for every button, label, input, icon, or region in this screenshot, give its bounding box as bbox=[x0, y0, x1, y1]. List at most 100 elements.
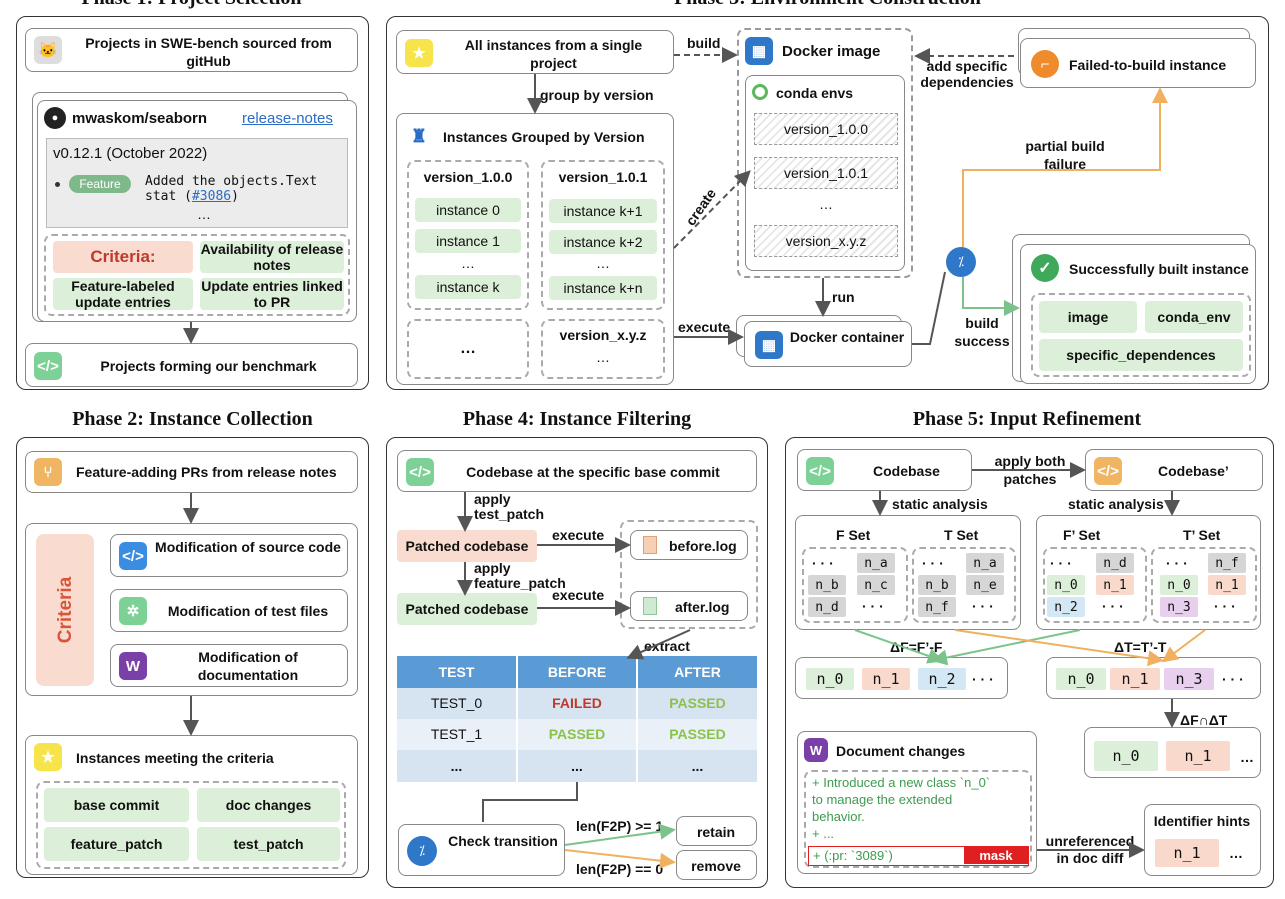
github-icon: ● bbox=[44, 107, 66, 129]
intersection-label: ΔF∩ΔT bbox=[1180, 712, 1228, 728]
field-test-patch: test_patch bbox=[197, 827, 340, 861]
meeting-criteria-label: Instances meeting the criteria bbox=[76, 750, 274, 766]
build-success-label: build success bbox=[954, 315, 1010, 349]
tset2-group bbox=[1151, 547, 1257, 623]
fset-label: F Set bbox=[836, 527, 871, 543]
doc-changes-label: Document changes bbox=[836, 743, 966, 759]
th-before: BEFORE bbox=[518, 656, 636, 688]
f2-dots-1: · · · bbox=[1050, 555, 1072, 571]
codebase2-box: </> Codebase’ bbox=[1085, 449, 1263, 491]
field-feature-patch: feature_patch bbox=[44, 827, 189, 861]
tset2-label: T’ Set bbox=[1183, 527, 1221, 543]
criteria-vertical-label-bg bbox=[36, 534, 94, 686]
version-group-0 bbox=[407, 160, 529, 310]
check-transition-box: ⁒ Check transition bbox=[398, 824, 565, 876]
chip-n2-f2: n_2 bbox=[1047, 597, 1085, 617]
pr-link[interactable]: #3086 bbox=[191, 189, 232, 204]
docker-container-label: Docker container bbox=[789, 329, 905, 345]
t2-dots-1: · · · bbox=[1166, 555, 1188, 571]
retain-box: retain bbox=[676, 816, 757, 846]
before-log-box: before.log bbox=[630, 530, 748, 560]
chip-na: n_a bbox=[857, 553, 895, 573]
dt-dots: · · · bbox=[1222, 671, 1244, 687]
release-notes-link[interactable]: release-notes bbox=[242, 110, 333, 127]
cell-dots-2: ... bbox=[691, 758, 704, 774]
success-build-box: ✓ Successfully built instance image cond… bbox=[1020, 244, 1256, 384]
cond-retain-label: len(F2P) >= 1 bbox=[576, 818, 664, 834]
before-log-label: before.log bbox=[669, 538, 737, 554]
chip-nf-t2: n_f bbox=[1208, 553, 1246, 573]
t-dots-1: · · · bbox=[922, 555, 944, 571]
code-icon: </> bbox=[406, 458, 434, 486]
delta-f-label: ΔF=F’-F bbox=[890, 639, 943, 655]
meeting-criteria-box: ★ Instances meeting the criteria base co… bbox=[25, 735, 358, 875]
star-icon: ★ bbox=[34, 743, 62, 771]
chip-nc: n_c bbox=[857, 575, 895, 595]
group-by-version-label: group by version bbox=[540, 87, 654, 103]
apply-both-label: apply both patches bbox=[994, 453, 1066, 487]
field-base-commit: base commit bbox=[44, 788, 189, 822]
execute-label: execute bbox=[678, 319, 731, 335]
chip-n1-f2: n_1 bbox=[1096, 575, 1134, 595]
df-n1: n_1 bbox=[862, 668, 910, 690]
instance-fields-group bbox=[36, 781, 346, 869]
masked-line: + (:pr: `3089`) mask bbox=[808, 846, 1029, 866]
projects-source-box: 🐱 Projects in SWE-bench sourced from git… bbox=[25, 28, 358, 72]
identifier-hints-box: Identifier hints n_1 … bbox=[1144, 804, 1261, 876]
fset2-group bbox=[1043, 547, 1147, 623]
docker-icon: ▦ bbox=[745, 37, 773, 65]
codebase2-label: Codebase’ bbox=[1158, 463, 1229, 479]
docker-image-label: Docker image bbox=[782, 43, 881, 60]
feature-prs-label: Feature-adding PRs from release notes bbox=[76, 464, 337, 480]
retain-label: retain bbox=[696, 824, 736, 840]
field-specific-deps: specific_dependences bbox=[1039, 339, 1243, 371]
col-sep bbox=[516, 688, 518, 782]
phase1-title: Phase 1: Project Selection bbox=[25, 0, 358, 10]
version-group-empty bbox=[407, 319, 529, 379]
f2-dots-2: · · · bbox=[1102, 598, 1124, 614]
chip-nd-f2: n_d bbox=[1096, 553, 1134, 573]
cond-remove-label: len(F2P) == 0 bbox=[576, 861, 664, 877]
release-notes-panel: v0.12.1 (October 2022) Feature Added the… bbox=[46, 138, 348, 228]
apply-test-patch-label: apply test_patch bbox=[474, 491, 545, 522]
field-conda-env: conda_env bbox=[1145, 301, 1243, 333]
criteria-vertical-label: Criteria bbox=[55, 576, 76, 644]
build-label: build bbox=[687, 35, 721, 51]
phase4-title: Phase 4: Instance Filtering bbox=[462, 408, 692, 430]
criteria-label: Criteria: bbox=[53, 241, 193, 273]
codebase-box: </> Codebase bbox=[797, 449, 972, 491]
conda-envs-label: conda envs bbox=[776, 85, 854, 101]
run-label: run bbox=[832, 289, 855, 305]
extract-label: extract bbox=[644, 638, 690, 654]
group1-dots: … bbox=[596, 255, 610, 271]
doc-line5: + (:pr: `3089`) bbox=[813, 848, 893, 863]
success-build-label: Successfully built instance bbox=[1069, 261, 1249, 277]
chip-ne: n_e bbox=[966, 575, 1004, 595]
github-cat-icon: 🐱 bbox=[34, 36, 62, 64]
note-line2: stat (#3086) bbox=[145, 189, 239, 204]
chip-nb-t: n_b bbox=[918, 575, 956, 595]
file-icon bbox=[643, 597, 657, 615]
hierarchy-icon: ♜ bbox=[410, 125, 428, 146]
instance-0: instance 0 bbox=[415, 198, 521, 222]
phase2-title: Phase 2: Instance Collection bbox=[72, 408, 313, 430]
table-row bbox=[397, 750, 757, 782]
unreferenced-label: unreferenced in doc diff bbox=[1045, 833, 1135, 866]
doc-line2: to manage the extended bbox=[812, 792, 953, 807]
benchmark-projects-box: </> Projects forming our benchmark bbox=[25, 343, 358, 387]
doc-line4: + ... bbox=[812, 826, 835, 841]
repo-card: ● mwaskom/seaborn release-notes v0.12.1 … bbox=[37, 100, 357, 322]
group-empty-dots: … bbox=[460, 340, 476, 357]
criterion-documentation: W Modification of documentation bbox=[110, 644, 348, 687]
bug-icon: ✲ bbox=[119, 597, 147, 625]
chip-nd: n_d bbox=[808, 597, 846, 617]
chip-n3-t2: n_3 bbox=[1160, 597, 1198, 617]
doc-diff-group bbox=[804, 770, 1032, 868]
transition-icon: ⁒ bbox=[407, 836, 437, 866]
chip-n1-t2: n_1 bbox=[1208, 575, 1246, 595]
cell-test0-after: PASSED bbox=[669, 695, 726, 711]
chip-n0-f2: n_0 bbox=[1047, 575, 1085, 595]
git-branch-icon: ⑂ bbox=[34, 458, 62, 486]
version-label: v0.12.1 (October 2022) bbox=[53, 145, 208, 162]
df-n2: n_2 bbox=[918, 668, 966, 690]
